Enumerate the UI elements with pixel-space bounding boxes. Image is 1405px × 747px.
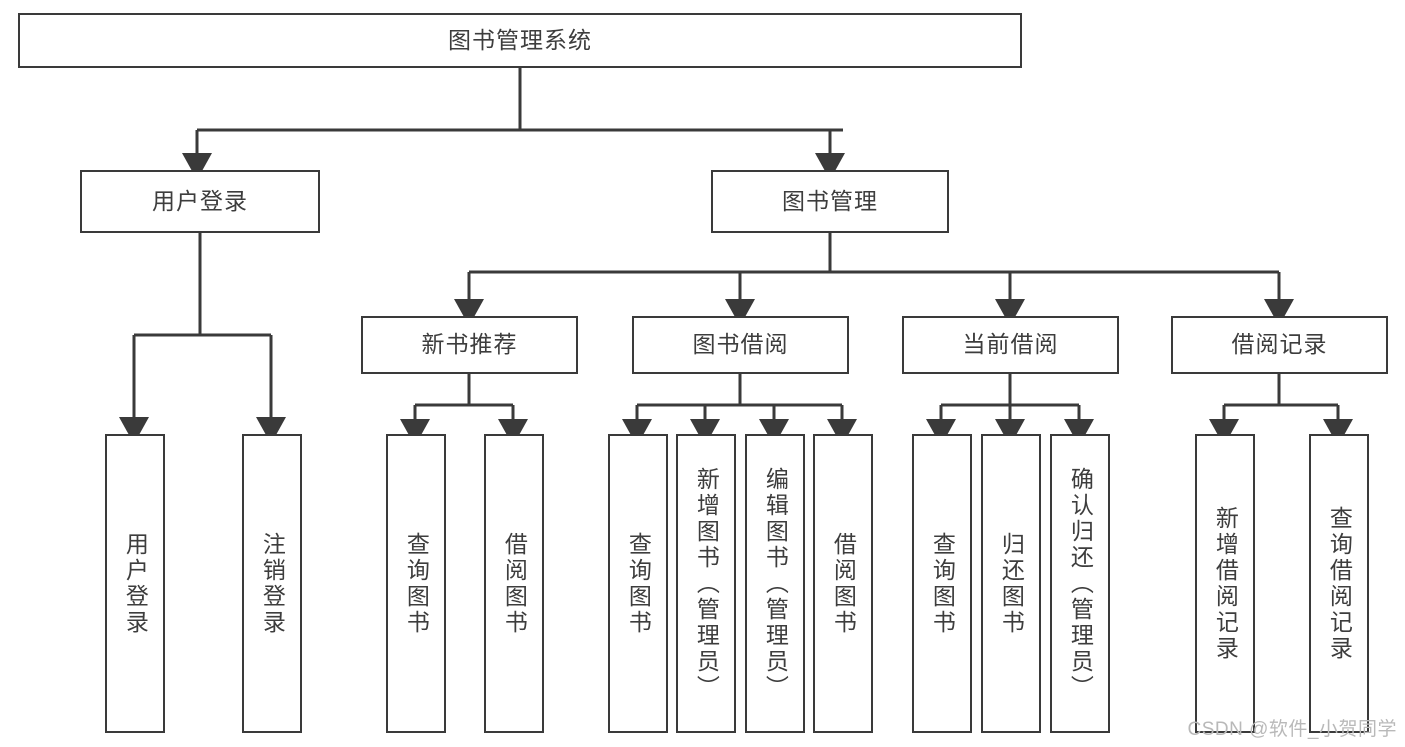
watermark: CSDN @软件_小贺同学 <box>1187 719 1397 740</box>
node-leaf-borrow-book-1-label: 借阅图书 <box>501 531 528 636</box>
node-leaf-add-book-label: 新增图书（管理员） <box>693 466 720 701</box>
node-leaf-user-login[interactable]: 用户登录 <box>105 434 165 733</box>
node-leaf-confirm-return[interactable]: 确认归还（管理员） <box>1050 434 1110 733</box>
node-current-borrow[interactable]: 当前借阅 <box>902 316 1119 374</box>
node-new-book-recommend[interactable]: 新书推荐 <box>361 316 578 374</box>
node-leaf-query-book-1-label: 查询图书 <box>403 531 430 636</box>
node-leaf-return-book-label: 归还图书 <box>998 531 1025 636</box>
node-borrow-record-label: 借阅记录 <box>1231 331 1328 358</box>
node-leaf-query-book-3-label: 查询图书 <box>929 531 956 636</box>
node-leaf-borrow-book-2[interactable]: 借阅图书 <box>813 434 873 733</box>
node-leaf-query-record[interactable]: 查询借阅记录 <box>1309 434 1369 733</box>
node-leaf-query-book-2[interactable]: 查询图书 <box>608 434 668 733</box>
node-borrow-record[interactable]: 借阅记录 <box>1171 316 1388 374</box>
node-user-login[interactable]: 用户登录 <box>80 170 320 233</box>
node-book-manage-label: 图书管理 <box>782 187 878 214</box>
node-root-label: 图书管理系统 <box>448 26 592 53</box>
node-user-login-label: 用户登录 <box>152 187 248 214</box>
node-leaf-logout-label: 注销登录 <box>259 531 286 636</box>
node-root[interactable]: 图书管理系统 <box>18 13 1022 68</box>
node-leaf-edit-book[interactable]: 编辑图书（管理员） <box>745 434 805 733</box>
node-leaf-return-book[interactable]: 归还图书 <box>981 434 1041 733</box>
node-leaf-edit-book-label: 编辑图书（管理员） <box>762 466 789 701</box>
node-current-borrow-label: 当前借阅 <box>962 331 1059 358</box>
node-leaf-add-book[interactable]: 新增图书（管理员） <box>676 434 736 733</box>
node-leaf-query-book-3[interactable]: 查询图书 <box>912 434 972 733</box>
node-book-borrow[interactable]: 图书借阅 <box>632 316 849 374</box>
node-leaf-confirm-return-label: 确认归还（管理员） <box>1067 466 1094 701</box>
node-leaf-query-book-1[interactable]: 查询图书 <box>386 434 446 733</box>
node-book-borrow-label: 图书借阅 <box>692 331 789 358</box>
node-leaf-logout[interactable]: 注销登录 <box>242 434 302 733</box>
node-leaf-query-record-label: 查询借阅记录 <box>1326 505 1353 662</box>
node-leaf-user-login-label: 用户登录 <box>122 531 149 636</box>
node-new-book-recommend-label: 新书推荐 <box>421 331 518 358</box>
node-leaf-borrow-book-1[interactable]: 借阅图书 <box>484 434 544 733</box>
node-leaf-add-record-label: 新增借阅记录 <box>1212 505 1239 662</box>
node-leaf-borrow-book-2-label: 借阅图书 <box>830 531 857 636</box>
node-leaf-query-book-2-label: 查询图书 <box>625 531 652 636</box>
node-book-manage[interactable]: 图书管理 <box>711 170 949 233</box>
node-leaf-add-record[interactable]: 新增借阅记录 <box>1195 434 1255 733</box>
